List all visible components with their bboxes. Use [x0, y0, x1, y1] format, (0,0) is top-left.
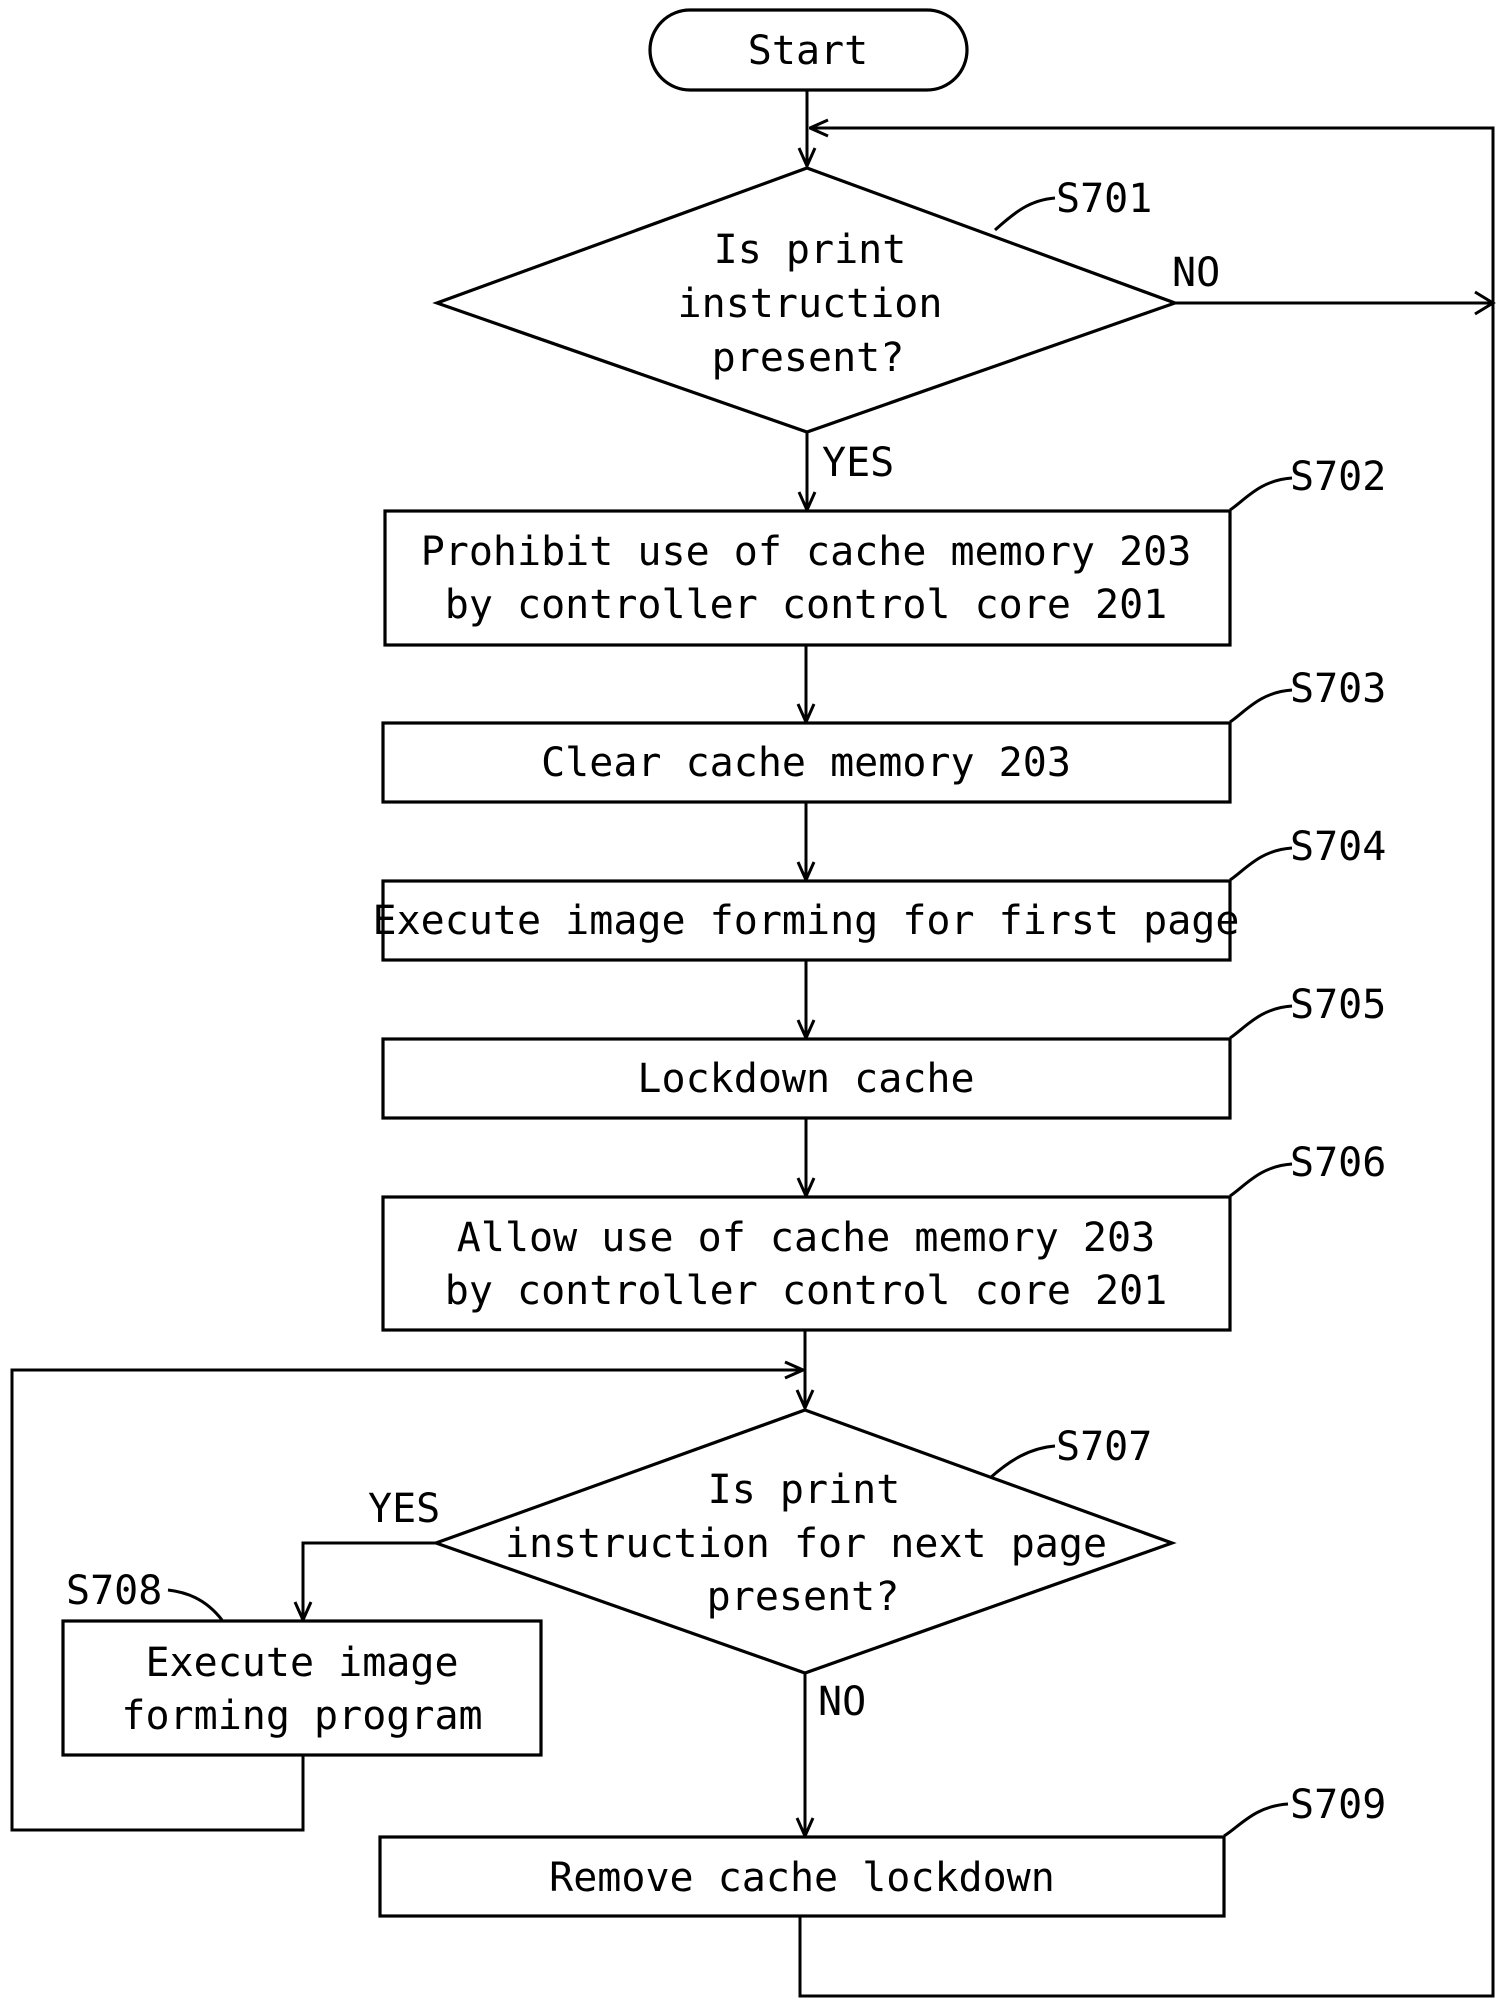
step-s706-line-1: Allow use of cache memory 203: [457, 1215, 1155, 1261]
step-id-s705: S705: [1290, 982, 1386, 1028]
step-id-s708: S708: [66, 1568, 162, 1614]
decision-s701-line-3: present?: [712, 335, 905, 381]
leader-s705: [1230, 1006, 1292, 1038]
arrow-s707-yes-to-s708: [303, 1543, 436, 1620]
step-s702-line-1: Prohibit use of cache memory 203: [421, 529, 1192, 575]
decision-s701-no-label: NO: [1172, 250, 1220, 296]
decision-s707-line-1: Is print: [708, 1467, 901, 1513]
step-id-s703: S703: [1290, 666, 1386, 712]
step-id-s709: S709: [1290, 1782, 1386, 1828]
leader-s701: [995, 198, 1055, 230]
step-s708-line-1: Execute image: [145, 1640, 458, 1686]
leader-s707: [990, 1446, 1055, 1478]
decision-s701-line-2: instruction: [678, 281, 943, 327]
step-s703-line-1: Clear cache memory 203: [541, 740, 1071, 786]
decision-s707-line-3: present?: [707, 1574, 900, 1620]
step-s706-line-2: by controller control core 201: [445, 1268, 1167, 1314]
step-s709-line-1: Remove cache lockdown: [549, 1855, 1055, 1901]
decision-s707-no-label: NO: [818, 1679, 866, 1725]
step-id-s706: S706: [1290, 1140, 1386, 1186]
step-id-s702: S702: [1290, 454, 1386, 500]
decision-s701-line-1: Is print: [714, 227, 907, 273]
leader-s706: [1230, 1164, 1292, 1196]
step-s708-line-2: forming program: [121, 1693, 482, 1739]
decision-s707-line-2: instruction for next page: [505, 1521, 1107, 1567]
decision-s701-yes-label: YES: [822, 440, 894, 486]
step-id-s701: S701: [1056, 176, 1152, 222]
leader-s704: [1230, 848, 1292, 880]
step-id-s704: S704: [1290, 824, 1386, 870]
step-s704-line-1: Execute image forming for first page: [373, 898, 1240, 944]
leader-s702: [1230, 478, 1292, 510]
step-id-s707: S707: [1056, 1424, 1152, 1470]
leader-s709: [1224, 1804, 1288, 1836]
leader-s708: [168, 1590, 222, 1620]
decision-s707-yes-label: YES: [368, 1486, 440, 1532]
step-s705-line-1: Lockdown cache: [637, 1056, 974, 1102]
leader-s703: [1230, 690, 1292, 722]
start-label: Start: [748, 28, 868, 74]
step-s702-line-2: by controller control core 201: [445, 582, 1167, 628]
